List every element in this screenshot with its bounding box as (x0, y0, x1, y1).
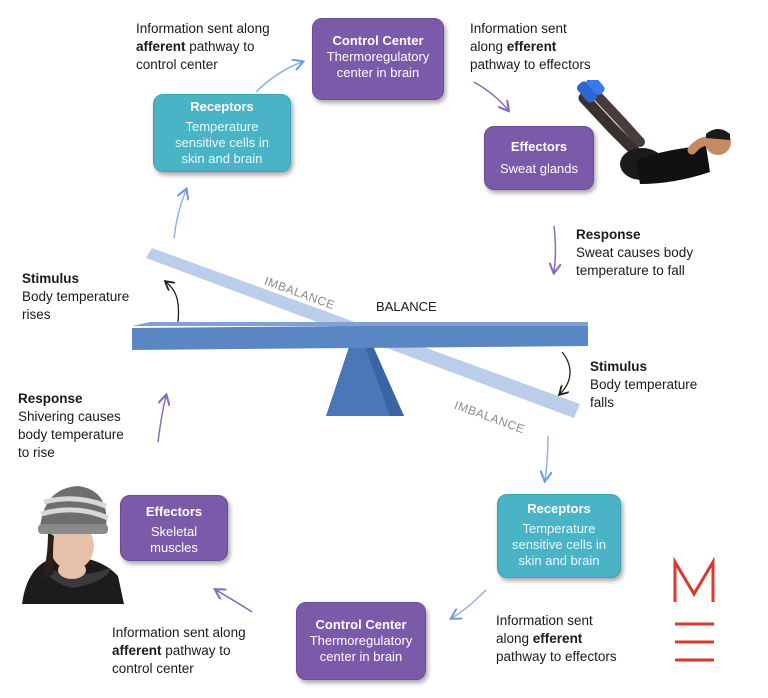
bottom-afferent-line3: control center (112, 661, 194, 676)
bottom-efferent-info: Information sent along efferent pathway … (496, 612, 656, 666)
stimulus-rise-label: Stimulus (22, 271, 80, 286)
bottom-afferent-keyword: afferent (112, 643, 162, 658)
bottom-control-center-box: Control Center Thermoregulatory center i… (296, 602, 426, 680)
bottom-response-text: Response Shivering causes body temperatu… (18, 390, 158, 462)
arrow-control-to-effectors (473, 81, 508, 110)
top-effectors-box: Effectors Sweat glands (484, 126, 594, 190)
bottom-efferent-line1: Information sent (496, 613, 593, 628)
stimulus-fall-text: Stimulus Body temperature falls (590, 358, 740, 412)
stimulus-rise-desc-2: rises (22, 307, 51, 322)
arrow-receptors-to-control (255, 62, 302, 93)
seesaw-fulcrum (326, 344, 404, 416)
top-afferent-info: Information sent along afferent pathway … (136, 20, 306, 74)
bottom-afferent-line1: Information sent along (112, 625, 246, 640)
bottom-control-center-desc: Thermoregulatory center in brain (309, 633, 413, 664)
m-logo (673, 556, 715, 662)
bottom-response-label: Response (18, 391, 83, 406)
bottom-response-desc-3: to rise (18, 445, 55, 460)
exercising-person-image (576, 80, 731, 184)
bottom-efferent-line3: pathway to effectors (496, 649, 617, 664)
top-efferent-line1: Information sent (470, 21, 567, 36)
top-receptors-title: Receptors (190, 99, 254, 114)
stimulus-fall-label: Stimulus (590, 359, 648, 374)
top-receptors-box: Receptors Temperature sensitive cells in… (153, 94, 291, 172)
top-effectors-title: Effectors (510, 139, 568, 154)
top-afferent-line3: control center (136, 57, 218, 72)
bottom-efferent-line2: along (496, 631, 533, 646)
top-afferent-line1: Information sent along (136, 21, 270, 36)
bottom-effectors-title: Effectors (145, 504, 203, 519)
top-response-desc-1: Sweat causes body (576, 245, 694, 260)
top-afferent-keyword: afferent (136, 39, 186, 54)
top-effectors-desc: Sweat glands (499, 161, 579, 176)
bottom-afferent-info: Information sent along afferent pathway … (112, 624, 292, 678)
arrow-control-to-effectors-bottom (216, 590, 253, 613)
arrow-effectors-to-response (554, 225, 556, 272)
top-afferent-line2: pathway to (185, 39, 255, 54)
top-efferent-line2: along (470, 39, 507, 54)
top-response-label: Response (576, 227, 641, 242)
top-control-center-desc: Thermoregulatory center in brain (326, 49, 430, 80)
bottom-receptors-box: Receptors Temperature sensitive cells in… (497, 494, 621, 578)
arrow-stimulus-to-receptors-bottom (545, 435, 548, 480)
stimulus-rise-arrow (166, 282, 180, 323)
arrow-response-to-stimulus (157, 396, 166, 443)
stimulus-fall-desc-2: falls (590, 395, 615, 410)
bottom-control-center-title: Control Center (315, 617, 407, 632)
top-efferent-keyword: efferent (506, 39, 557, 54)
stimulus-fall-desc-1: Body temperature (590, 377, 698, 392)
bottom-afferent-line2: pathway to (161, 643, 231, 658)
shivering-person-image (14, 484, 136, 604)
top-control-center-box: Control Center Thermoregulatory center i… (312, 18, 444, 100)
arrow-stimulus-to-receptors (173, 190, 186, 239)
bottom-response-desc-1: Shivering causes (18, 409, 121, 424)
top-response-text: Response Sweat causes body temperature t… (576, 226, 726, 280)
bottom-receptors-desc: Temperature sensitive cells in skin and … (512, 521, 606, 568)
stimulus-rise-desc-1: Body temperature (22, 289, 130, 304)
top-receptors-desc: Temperature sensitive cells in skin and … (175, 119, 269, 166)
bottom-receptors-title: Receptors (527, 501, 591, 516)
bottom-efferent-keyword: efferent (532, 631, 583, 646)
balance-label: BALANCE (376, 299, 437, 314)
arrow-receptors-to-control-bottom (452, 589, 487, 618)
top-response-desc-2: temperature to fall (576, 263, 685, 278)
bottom-effectors-box: Effectors Skeletal muscles (120, 495, 228, 561)
bottom-effectors-desc: Skeletal muscles (150, 524, 198, 555)
stimulus-fall-arrow (560, 351, 571, 394)
top-efferent-info: Information sent along efferent pathway … (470, 20, 630, 74)
stimulus-rise-text: Stimulus Body temperature rises (22, 270, 162, 324)
balance-beam (132, 322, 588, 350)
top-efferent-line3: pathway to effectors (470, 57, 591, 72)
bottom-response-desc-2: body temperature (18, 427, 124, 442)
top-control-center-title: Control Center (332, 33, 424, 48)
